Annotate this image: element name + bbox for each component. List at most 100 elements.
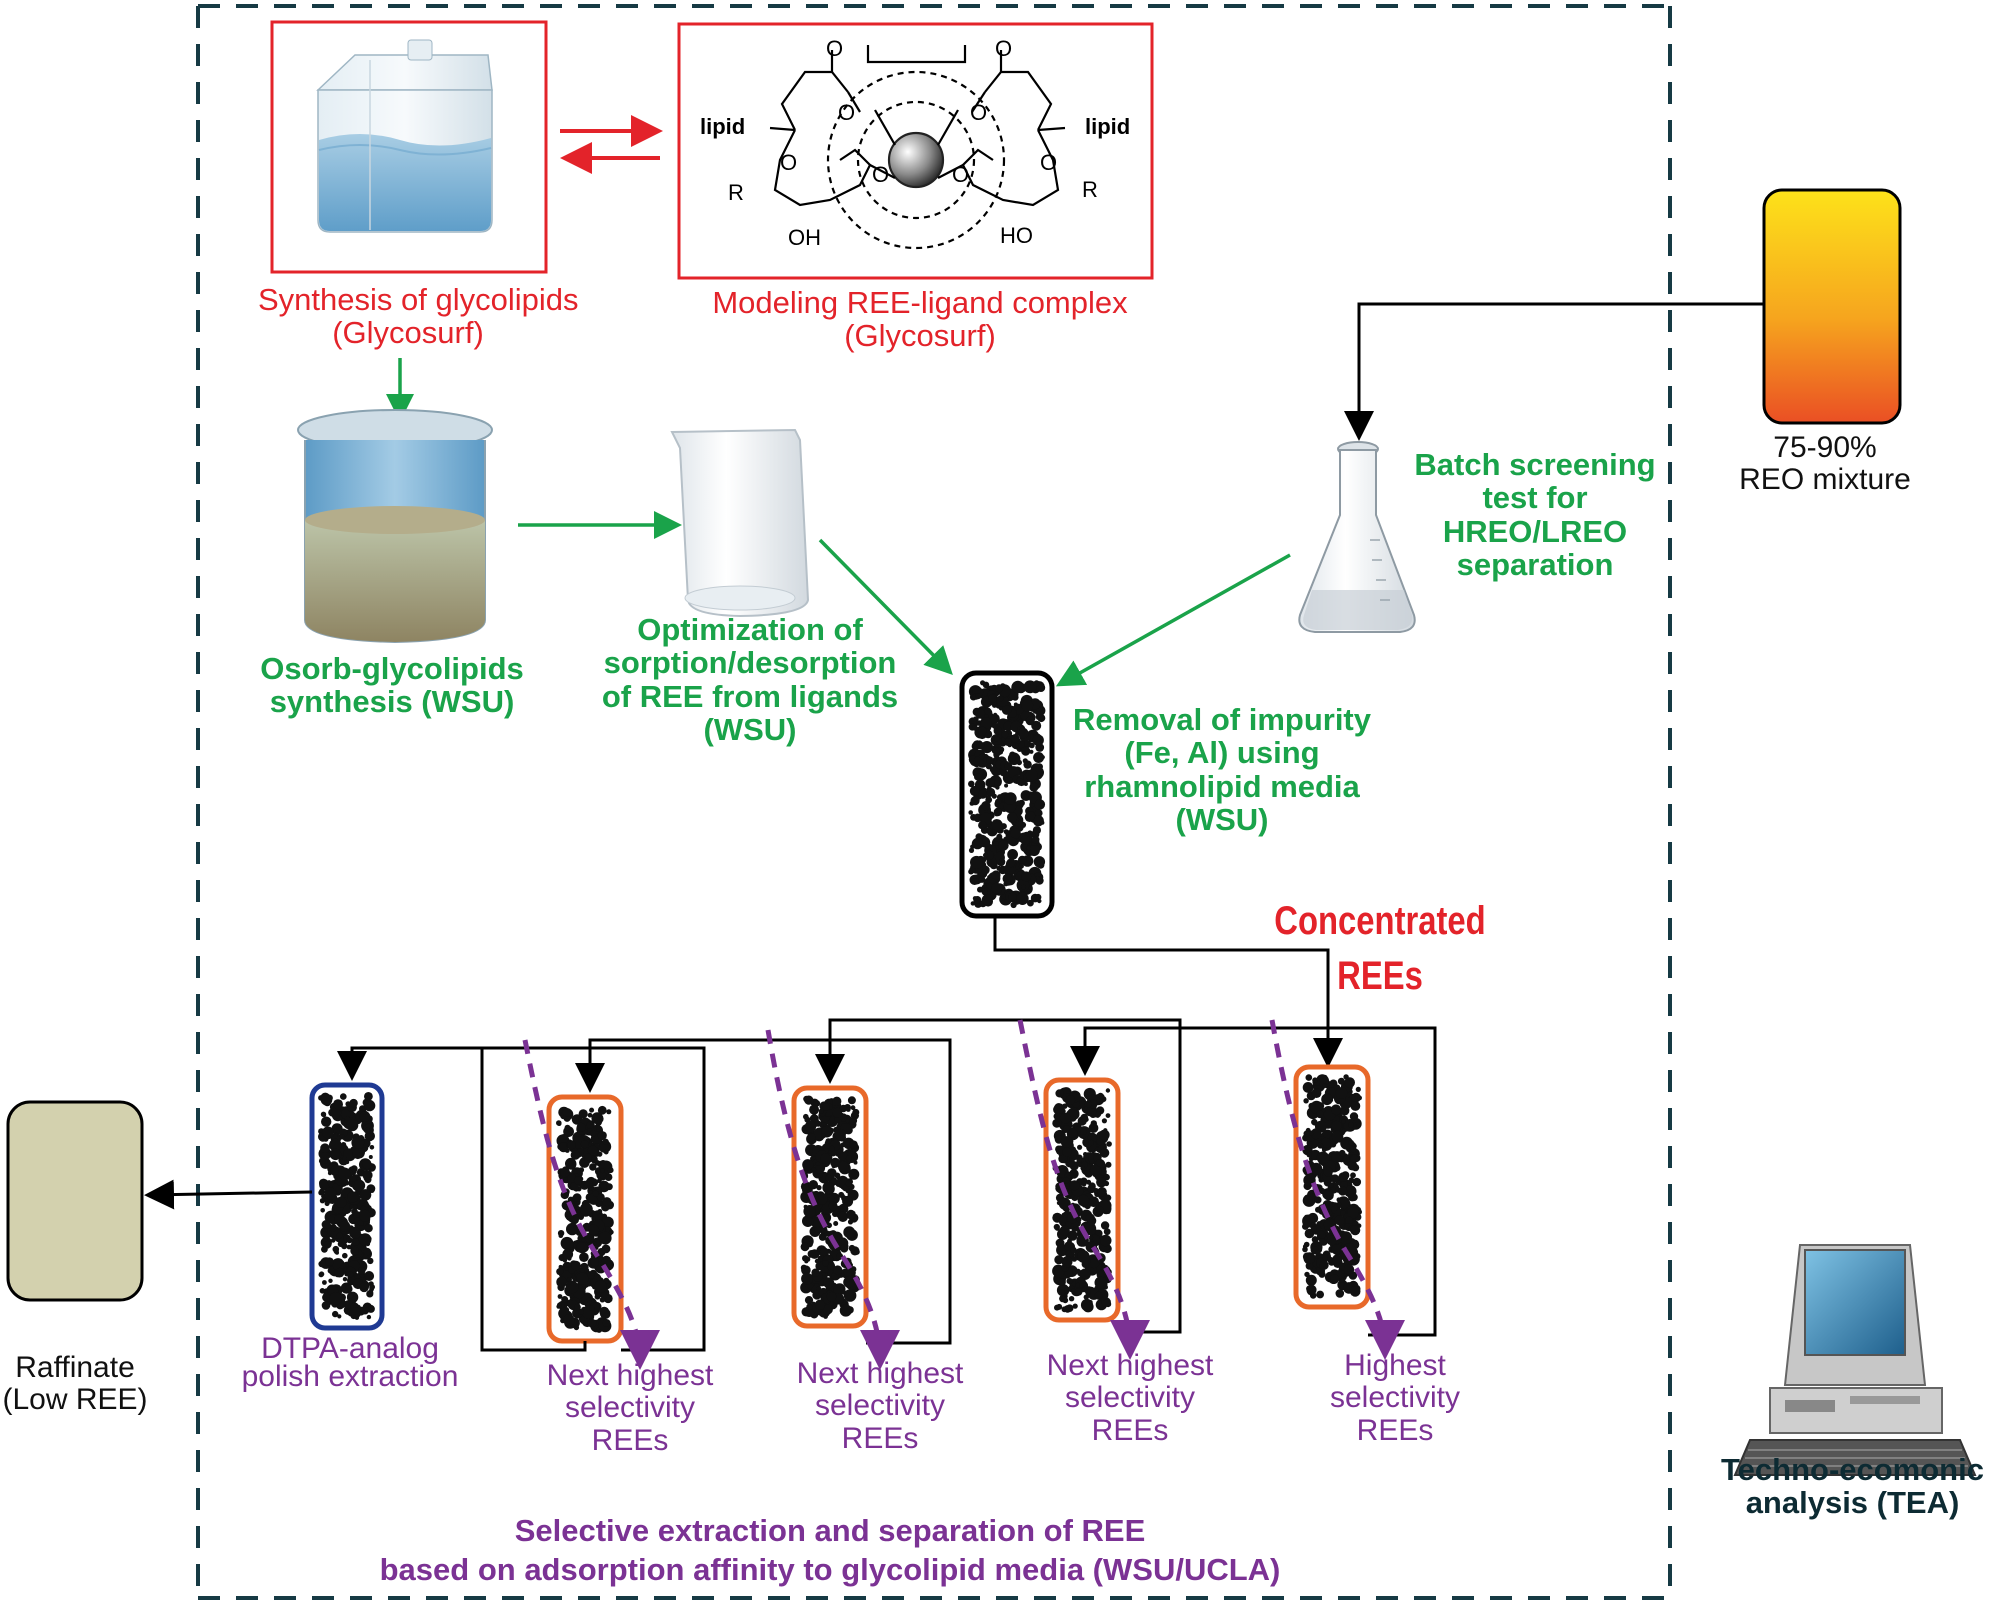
media-particle (1021, 699, 1034, 712)
series-flow-lines (337, 1018, 1437, 1352)
media-particle (363, 1201, 369, 1208)
media-particle (976, 721, 981, 726)
media-particle (1302, 1244, 1308, 1249)
media-particle (978, 789, 988, 799)
media-particle (1321, 1147, 1327, 1153)
media-particle (811, 1167, 817, 1172)
media-particle (1310, 1128, 1322, 1140)
column-media-dots (968, 680, 1046, 909)
media-particle (322, 1280, 327, 1285)
svg-text:O: O (952, 162, 969, 187)
media-particle (367, 1289, 374, 1296)
selectivity-dashed-curves (522, 1019, 1405, 1370)
media-particle (970, 901, 975, 906)
media-particle (608, 1229, 614, 1235)
media-particle (350, 1246, 359, 1256)
media-particle (362, 1160, 372, 1170)
media-particle (328, 1266, 335, 1273)
media-particle (1350, 1193, 1358, 1202)
media-particle (998, 840, 1009, 851)
media-particle (815, 1161, 821, 1166)
media-particle (1097, 1092, 1104, 1099)
media-particle (558, 1233, 564, 1238)
media-particle (822, 1304, 833, 1315)
media-particle (1088, 1235, 1094, 1240)
media-particle (1034, 799, 1046, 810)
media-particle (995, 684, 1004, 693)
media-particle (1011, 680, 1024, 694)
selective-extraction-label: Selective extraction and separation of R… (379, 1513, 1281, 1587)
reo-mixture-container (1762, 188, 1902, 425)
media-particle (993, 712, 998, 717)
media-particle (1335, 1289, 1345, 1298)
media-particle (992, 747, 1000, 754)
media-particle (999, 768, 1008, 777)
media-particle (349, 1098, 358, 1108)
media-particle (318, 1157, 326, 1165)
arrow-beaker-to-column (818, 538, 953, 675)
media-particle (1345, 1216, 1353, 1224)
media-particle (1023, 680, 1037, 694)
media-particle (994, 736, 1000, 742)
media-particle (1032, 709, 1038, 714)
media-particle (1059, 1225, 1070, 1236)
media-particle (578, 1109, 588, 1119)
media-particle (1348, 1122, 1354, 1129)
media-particle (321, 1301, 331, 1310)
media-particle (1330, 1174, 1340, 1183)
media-particle (804, 1120, 817, 1133)
media-particle (556, 1276, 568, 1288)
media-particle (1025, 716, 1035, 726)
media-particle (802, 1159, 814, 1171)
svg-text:O: O (780, 150, 797, 175)
media-particle (597, 1105, 607, 1115)
media-particle (1008, 753, 1016, 762)
media-particle (1350, 1225, 1361, 1236)
media-particle (600, 1308, 611, 1319)
media-particle (1088, 1139, 1095, 1146)
media-particle (969, 785, 981, 797)
media-particle (320, 1208, 326, 1213)
media-particle (1069, 1169, 1079, 1179)
media-particle (557, 1294, 563, 1299)
media-particle (832, 1096, 842, 1106)
media-particle (1322, 1083, 1327, 1089)
media-particle (353, 1179, 366, 1192)
media-particle (1029, 782, 1039, 792)
svg-text:HO: HO (1000, 223, 1033, 248)
media-particle (1003, 721, 1014, 732)
media-particle (845, 1155, 852, 1162)
media-particle (1312, 1077, 1318, 1083)
media-particle (1322, 1075, 1327, 1080)
media-particle (578, 1309, 584, 1315)
media-particle (1314, 1196, 1322, 1204)
media-particle (1105, 1161, 1112, 1168)
media-particle (357, 1219, 364, 1226)
media-particle (1026, 846, 1031, 851)
media-particle (606, 1183, 613, 1191)
media-particle (357, 1267, 366, 1275)
media-particle (589, 1130, 597, 1137)
next2-label: Next highest selectivity REEs (796, 1357, 964, 1455)
media-particle (318, 1190, 324, 1196)
media-particle (600, 1168, 605, 1174)
media-particle (983, 852, 988, 858)
media-particle (1010, 828, 1021, 839)
media-particle (592, 1190, 599, 1197)
media-particle (338, 1167, 351, 1181)
raffinate-container (6, 1100, 144, 1302)
media-particle (327, 1180, 332, 1185)
media-particle (1003, 829, 1009, 835)
media-particle (603, 1149, 609, 1155)
media-particle (558, 1264, 563, 1269)
media-particle (1076, 1216, 1082, 1223)
media-particle (1028, 844, 1040, 857)
media-particle (329, 1224, 337, 1232)
media-particle (320, 1111, 327, 1118)
media-particle (349, 1307, 361, 1319)
media-particle (840, 1244, 849, 1253)
media-particle (825, 1138, 832, 1145)
media-particle (1015, 757, 1020, 762)
media-particle (565, 1157, 577, 1170)
media-particle (977, 886, 983, 893)
